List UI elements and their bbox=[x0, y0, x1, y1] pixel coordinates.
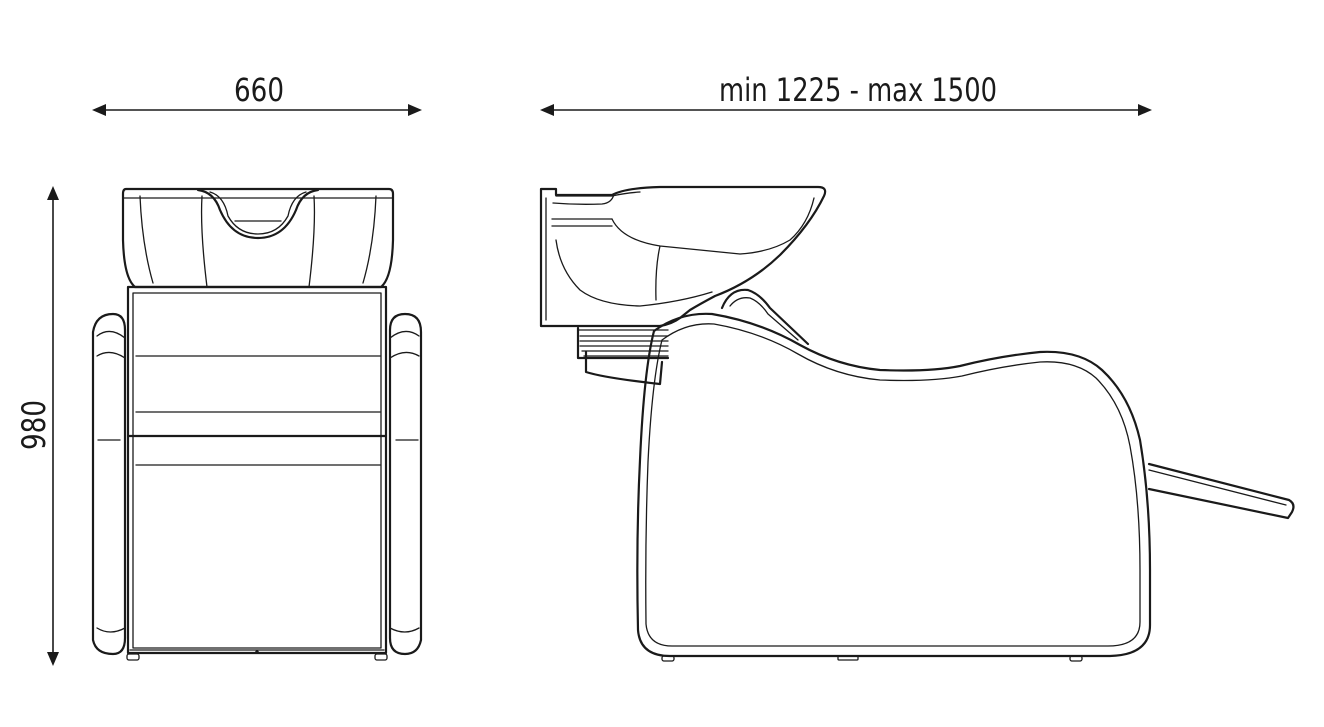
side-body bbox=[636, 312, 1152, 662]
height-dimension-label: 980 bbox=[15, 400, 53, 450]
side-basin bbox=[539, 185, 827, 328]
width-dimension-label: 660 bbox=[234, 71, 284, 109]
front-basin bbox=[121, 187, 395, 289]
height-dimension: 980 bbox=[15, 186, 59, 666]
length-dimension-label: min 1225 - max 1500 bbox=[719, 71, 997, 109]
side-leg-rest bbox=[1147, 462, 1295, 520]
front-armrest-left bbox=[91, 312, 127, 656]
length-dimension: min 1225 - max 1500 bbox=[540, 71, 1152, 116]
front-armrest-right bbox=[388, 312, 423, 656]
side-view bbox=[539, 185, 1295, 662]
side-tilt-arm bbox=[720, 288, 810, 346]
side-basin-support bbox=[576, 326, 670, 386]
front-view bbox=[91, 187, 423, 661]
width-dimension: 660 bbox=[92, 71, 422, 116]
front-body bbox=[126, 285, 388, 661]
